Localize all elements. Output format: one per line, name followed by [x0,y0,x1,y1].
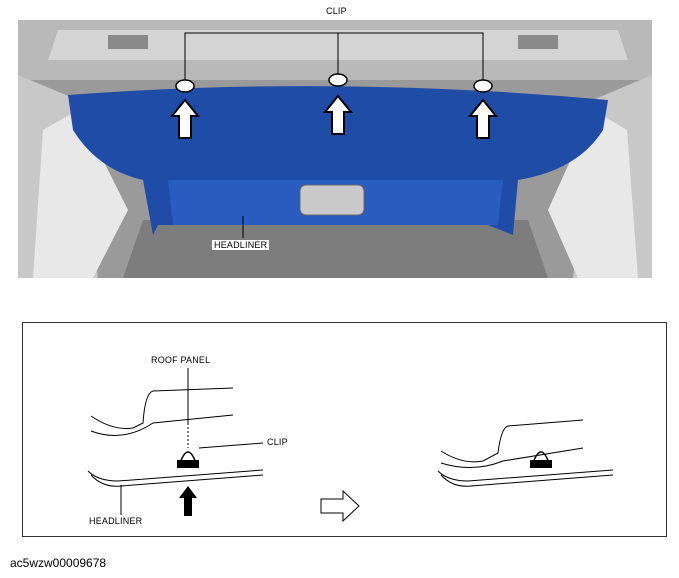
clip-detail-label: CLIP [267,437,288,447]
roof-panel-label: ROOF PANEL [151,355,211,365]
clip-center [328,73,348,87]
left-window [33,110,128,278]
clip-right [473,79,493,93]
hinge-left [108,35,148,49]
clip-detail-panel: ROOF PANEL CLIP HEADLINER [22,322,667,537]
clip-detail-diagram [87,368,614,523]
roof-panel-outline-upper [90,387,234,429]
up-arrow-center [322,94,354,135]
clip-after-base [530,460,552,468]
headliner-after-lower [440,474,614,487]
headliner-label: HEADLINER [212,240,270,250]
vehicle-interior-photo [18,20,652,278]
roof-panel-after-upper [440,419,584,463]
center-lamp [299,184,365,216]
clip-label: CLIP [324,6,349,16]
roof-panel-outline-lower [90,414,234,436]
push-arrow-icon [179,486,197,516]
right-window [548,110,638,278]
clip-left [175,79,195,93]
transition-arrow-icon [320,489,360,523]
clip-before-base [177,460,199,468]
cargo-area [123,220,548,278]
up-arrow-right [467,98,499,139]
clip-detail-leader [198,442,264,449]
headliner-after-upper [437,469,614,482]
up-arrow-left [169,98,201,139]
figure-id-caption: ac5wzw00009678 [10,556,107,570]
clip-leader-lines [184,32,484,80]
clip-before-shape [179,451,197,464]
clip-after-shape [532,451,550,464]
headliner-detail-label: HEADLINER [89,516,143,526]
hinge-right [518,35,558,49]
headliner-outline-upper [87,469,264,482]
roof-panel-after-lower [440,447,584,469]
vehicle-interior-illustration [18,20,652,278]
